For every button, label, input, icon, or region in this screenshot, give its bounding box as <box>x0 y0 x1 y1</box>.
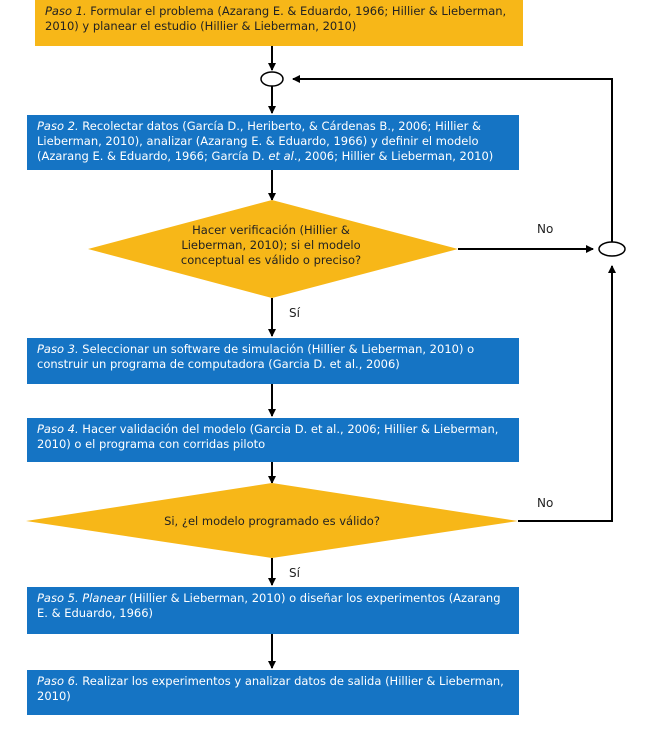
step-5-label: Paso 5. <box>37 591 79 605</box>
step-2-text-a: Recolectar datos (García D., Heriberto, … <box>37 119 481 163</box>
step-2-text-b: ., 2006; Hillier & Lieberman, 2010) <box>293 149 494 163</box>
step-4-box: Paso 4. Hacer validación del modelo (Gar… <box>27 418 519 462</box>
loop-back-line <box>292 75 613 242</box>
label-si-2: Sí <box>289 566 300 580</box>
label-si-1: Sí <box>289 306 300 320</box>
decision-2-text: Si, ¿el modelo programado es válido? <box>164 514 380 528</box>
step-2-et-al: et al <box>268 149 294 163</box>
step-1-box: Paso 1. Formular el problema (Azarang E.… <box>35 0 523 46</box>
step-3-text: Seleccionar un software de simulación (H… <box>37 342 475 371</box>
step-1-label: Paso 1. <box>45 4 87 18</box>
junction-side <box>598 241 626 257</box>
step-4-label: Paso 4. <box>37 422 79 436</box>
step-6-label: Paso 6. <box>37 674 79 688</box>
label-no-2: No <box>537 496 554 510</box>
step-1-text: Formular el problema (Azarang E. & Eduar… <box>45 4 507 33</box>
decision-diamond-2 <box>26 483 518 558</box>
step-6-box: Paso 6. Realizar los experimentos y anal… <box>27 670 519 715</box>
decision-diamond-1 <box>88 200 458 298</box>
arrow-d2-no <box>518 265 616 522</box>
step-4-text: Hacer validación del modelo (Garcia D. e… <box>37 422 499 451</box>
step-6-text: Realizar los experimentos y analizar dat… <box>37 674 504 703</box>
step-2-box: Paso 2. Recolectar datos (García D., Her… <box>27 115 519 170</box>
step-3-label: Paso 3. <box>37 342 79 356</box>
step-2-label: Paso 2. <box>37 119 79 133</box>
label-no-1: No <box>537 222 554 236</box>
step-3-box: Paso 3. Seleccionar un software de simul… <box>27 338 519 384</box>
junction-top <box>260 71 284 87</box>
step-5-text: (Hillier & Lieberman, 2010) o diseñar lo… <box>37 591 501 620</box>
step-5-box: Paso 5. Planear (Hillier & Lieberman, 20… <box>27 587 519 634</box>
step-5-label-2: Planear <box>78 591 126 605</box>
decision-1-text: Hacer verificación (Hillier & Lieberman,… <box>180 223 362 267</box>
